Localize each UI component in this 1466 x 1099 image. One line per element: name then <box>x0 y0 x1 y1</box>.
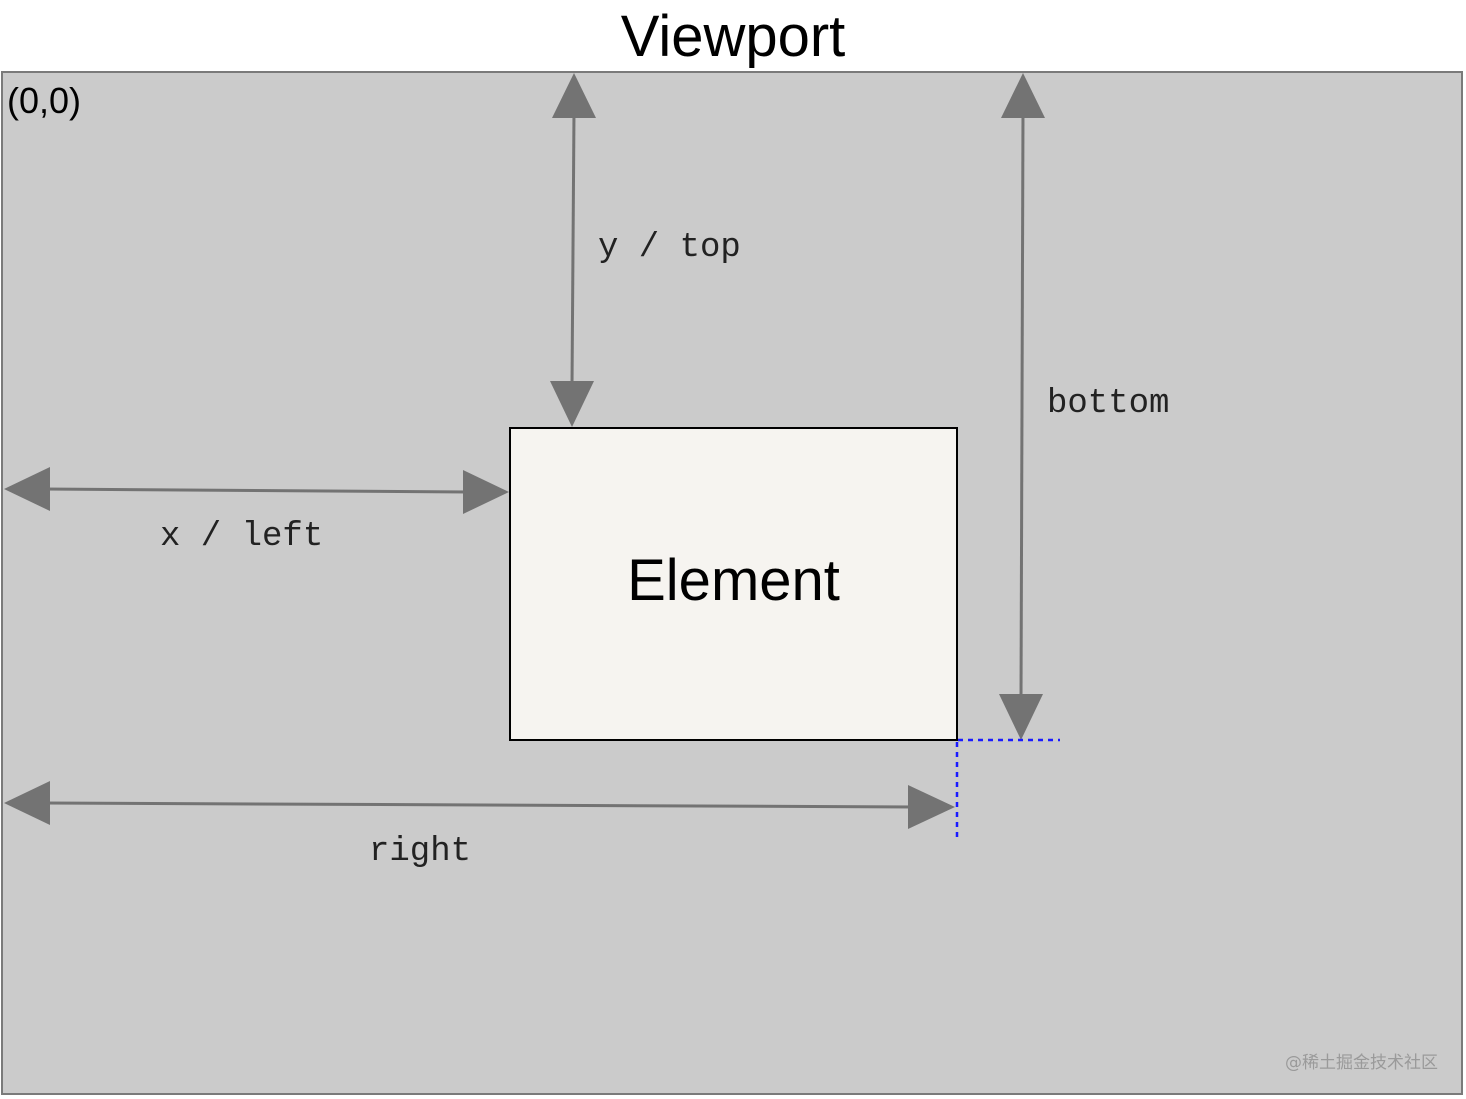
element-label: Element <box>627 547 840 613</box>
y-top-arrow <box>550 73 596 427</box>
right-label: right <box>369 833 472 871</box>
x-left-arrow <box>4 467 509 514</box>
right-arrow <box>4 781 955 829</box>
x-left-label: x / left <box>160 518 324 556</box>
bottom-arrow <box>999 73 1045 740</box>
y-top-label: y / top <box>598 229 741 267</box>
origin-label: (0,0) <box>7 80 82 121</box>
watermark: @稀土掘金技术社区 <box>1285 1053 1438 1073</box>
viewport-title: Viewport <box>620 4 846 69</box>
corner-guides <box>955 738 1060 842</box>
bottom-label: bottom <box>1047 385 1170 423</box>
element-box: Element <box>509 427 958 741</box>
